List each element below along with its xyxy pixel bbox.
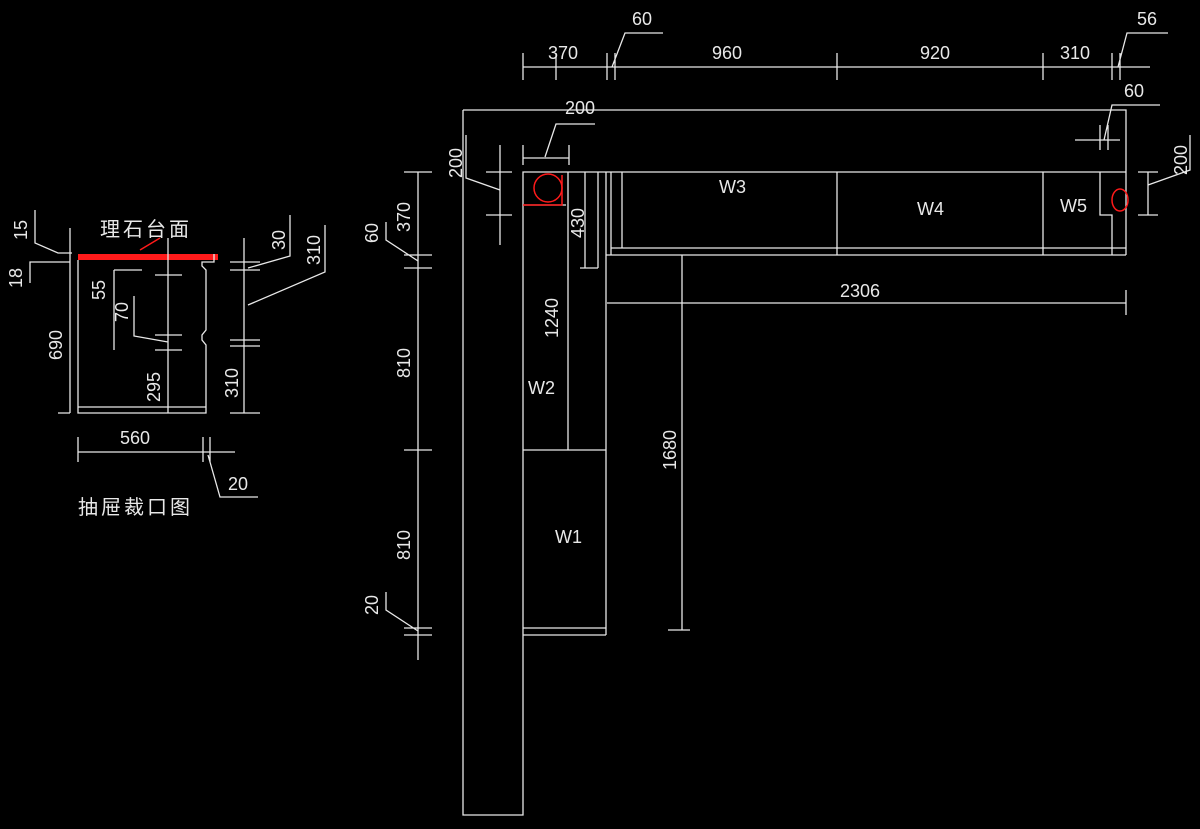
countertop-label: 理石台面 (100, 217, 192, 241)
dim-810-upper: 810 (394, 348, 414, 378)
dim-1680: 1680 (660, 430, 680, 470)
dim-200-left: 200 (446, 148, 466, 178)
cabinet-plan: W3 W4 W5 W2 W1 370 60 960 920 310 56 200… (362, 9, 1191, 816)
dim-690: 690 (46, 330, 66, 360)
dim-310: 310 (1060, 43, 1090, 63)
dim-lines-left (29, 210, 72, 414)
drawer-outline (77, 254, 215, 414)
stove-circle (1111, 188, 1129, 212)
dim-15: 15 (11, 220, 31, 240)
dim-810-lower: 810 (394, 530, 414, 560)
dim-310-lower: 310 (222, 368, 242, 398)
plan-dim-lines (465, 104, 1191, 631)
dim-56: 56 (1137, 9, 1157, 29)
countertop-leader (139, 237, 161, 251)
countertop-red-bar (78, 254, 218, 260)
dim-20-left: 20 (362, 595, 382, 615)
dim-70: 70 (112, 302, 132, 322)
dim-60: 60 (632, 9, 652, 29)
dim-960: 960 (712, 43, 742, 63)
dim-200-right: 200 (1171, 145, 1191, 175)
dim-370-left: 370 (394, 202, 414, 232)
dim-310-upper: 310 (304, 235, 324, 265)
dim-lines-right (230, 215, 326, 414)
dim-295: 295 (144, 372, 164, 402)
dim-30: 30 (269, 230, 289, 250)
drawer-detail-title: 抽屉裁口图 (78, 495, 193, 519)
sink-corner (523, 175, 563, 206)
cabinet-w5: W5 (1060, 196, 1087, 216)
cabinet-w3: W3 (719, 177, 746, 197)
dim-200-top: 200 (565, 98, 595, 118)
dim-920: 920 (920, 43, 950, 63)
dim-430: 430 (568, 208, 588, 238)
cabinet-lines (523, 172, 1126, 636)
dim-370: 370 (548, 43, 578, 63)
cabinet-w2: W2 (528, 378, 555, 398)
dim-18: 18 (6, 268, 26, 288)
dim-lines-bottom (77, 437, 258, 498)
cabinet-w1: W1 (555, 527, 582, 547)
dim-20: 20 (228, 474, 248, 494)
cabinet-w4: W4 (917, 199, 944, 219)
dim-560: 560 (120, 428, 150, 448)
countertop-outline (462, 109, 1127, 816)
top-dim-lines (522, 32, 1168, 80)
dim-55: 55 (89, 280, 109, 300)
dim-60-left: 60 (362, 223, 382, 243)
dim-2306: 2306 (840, 281, 880, 301)
dim-lines-middle (113, 238, 182, 413)
dim-60-right: 60 (1124, 81, 1144, 101)
dim-1240: 1240 (542, 298, 562, 338)
left-chain-lines (385, 171, 432, 660)
sink-circle (533, 173, 563, 203)
drawer-detail: 理石台面 15 18 690 55 70 295 30 310 310 560 … (6, 210, 326, 519)
